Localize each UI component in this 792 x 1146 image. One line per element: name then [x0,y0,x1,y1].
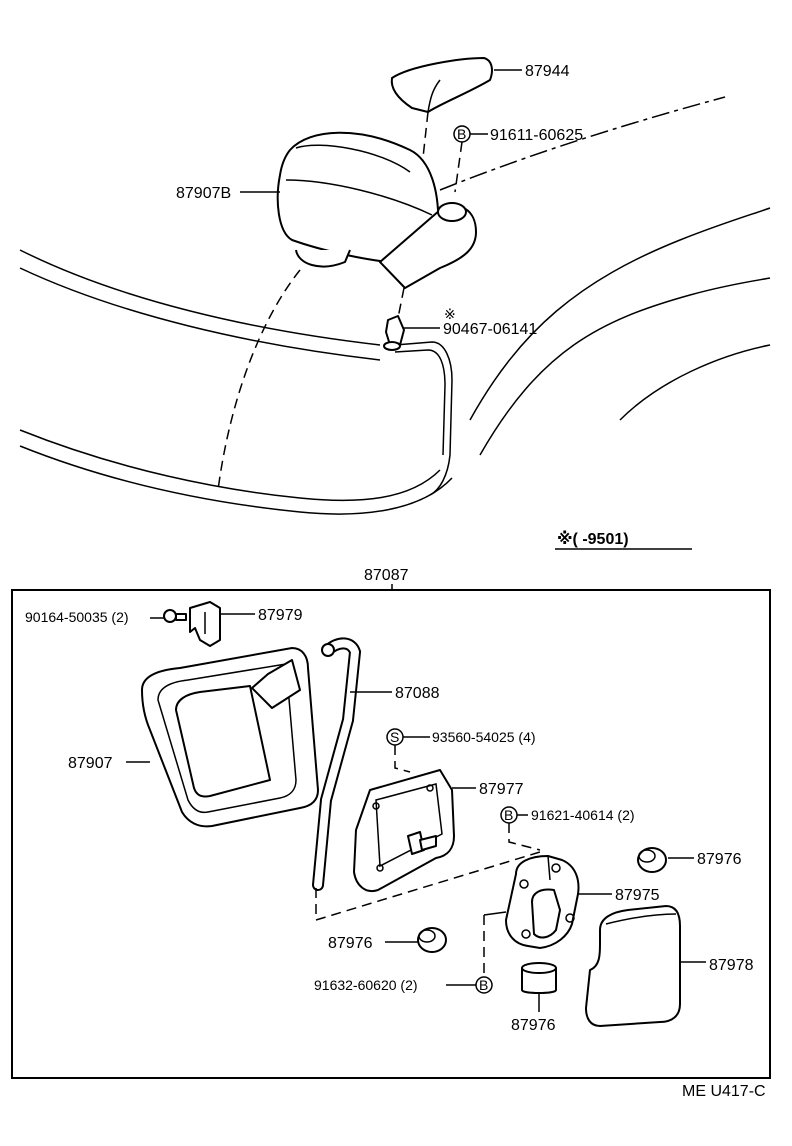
bracket-87979 [189,601,221,647]
vehicle-body-outline [19,96,771,515]
label-87907: 87907 [68,755,113,772]
screw-90164 [163,609,187,623]
label-87087: 87087 [364,567,409,584]
label-90467: 90467-06141 [443,321,537,338]
mirror-cover-87944 [390,57,493,113]
bushing-87976-bottom [521,962,557,994]
wire-harness [394,341,453,496]
label-87088: 87088 [395,685,440,702]
label-87944: 87944 [525,63,570,80]
clip-90467 [383,315,405,351]
bolt-letter-b1: B [457,126,466,142]
assembly-frame [11,589,771,1079]
tube-87088 [312,637,362,891]
bolt-letter-b2: B [504,807,513,823]
label-87975: 87975 [615,887,660,904]
pivot-unit-87975 [505,855,580,949]
bushing-87976-left [417,927,447,953]
label-87979: 87979 [258,607,303,624]
screw-letter-s: S [390,729,399,745]
label-87976-left: 87976 [328,935,373,952]
applicability-note: ※( -9501) [557,530,629,548]
label-87978: 87978 [709,957,754,974]
label-93560: 93560-54025 (4) [432,729,536,745]
label-asterisk: ※ [444,306,456,322]
label-87976-top: 87976 [697,851,742,868]
bushing-87976-top [637,847,667,873]
outside-mirror-87907B [276,131,477,289]
label-90164: 90164-50035 (2) [25,609,129,625]
label-87976-bottom: 87976 [511,1017,556,1034]
label-91621: 91621-40614 (2) [531,807,635,823]
base-plate-87977 [353,769,455,892]
label-87977: 87977 [479,781,524,798]
bolt-letter-b3: B [479,977,488,993]
mirror-housing-87907 [141,647,319,828]
label-87907B: 87907B [176,185,231,202]
label-91632: 91632-60620 (2) [314,977,418,993]
cover-87978 [585,905,681,1027]
label-91611: 91611-60625 [490,127,583,144]
diagram-code: ME U417-C [682,1083,766,1100]
